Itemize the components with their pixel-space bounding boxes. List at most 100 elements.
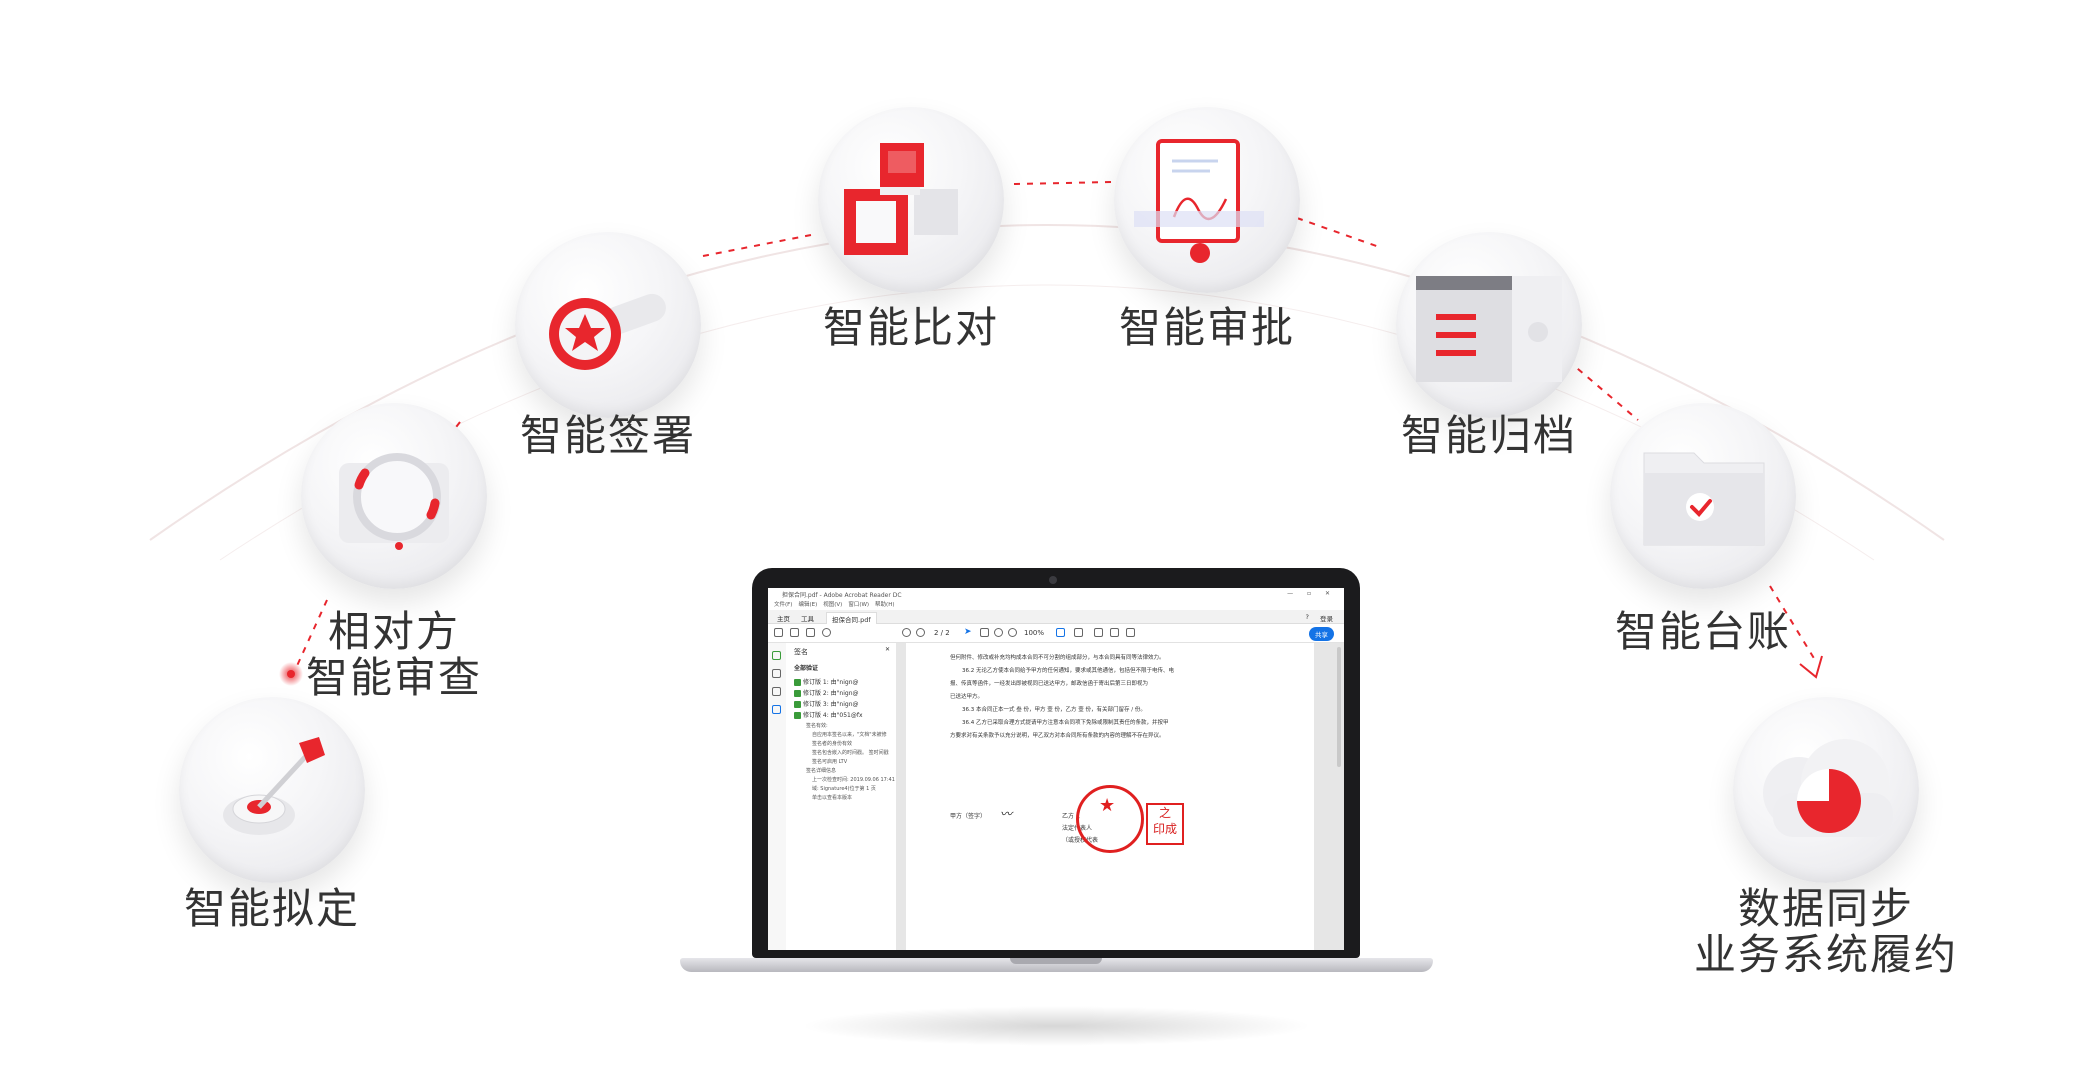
revision-row[interactable]: 修订版 3: 由"nign@ — [794, 699, 859, 708]
node-label: 智能比对 — [822, 303, 999, 352]
inner-faint-arc — [219, 284, 1875, 561]
zoom-in-icon[interactable] — [1008, 628, 1017, 637]
print-icon[interactable] — [790, 628, 799, 637]
page-up-icon[interactable] — [902, 628, 911, 637]
detail-row: 自应用本签名以来，"文档"未被修 — [812, 732, 887, 738]
party-b-label: 乙方（ — [1062, 813, 1081, 820]
hand-icon[interactable] — [980, 628, 989, 637]
nav-rail — [768, 643, 787, 950]
party-a-label: 甲方（签字） — [950, 813, 987, 820]
folder-check-icon — [1610, 403, 1796, 589]
laptop: 担保合同.pdf - Adobe Acrobat Reader DC — ▫ ✕… — [680, 568, 1433, 1046]
doc-line: 36.4 乙方已采取合理方式提请甲方注意本合同项下免除或限制其责任的条款，并按甲 — [962, 720, 1169, 726]
node-label: 智能台账 — [1614, 607, 1791, 656]
verify-all-button[interactable]: 全部验证 — [794, 665, 819, 672]
seal-star-icon: ★ — [1099, 795, 1116, 816]
share-button[interactable]: 共享 — [1309, 627, 1334, 641]
name-seal: 之印成 — [1146, 803, 1184, 845]
detail-row[interactable]: 单击以查看本版本 — [812, 795, 853, 801]
save-icon[interactable] — [774, 628, 783, 637]
doc-line: 36.3 本合同正本一式 叁 份，甲方 壹 份，乙方 壹 份，有关部门留存 / … — [962, 707, 1146, 713]
agent-label: （或授权代表 — [1062, 837, 1099, 844]
doc-line: 已送达甲方。 — [950, 694, 984, 700]
doc-line: 报、传真等函件，一经发出即被视同已送达甲方，邮政信函于寄出后第三日即视为 — [950, 681, 1149, 687]
camera-icon — [1049, 576, 1057, 584]
approval-document-icon — [1114, 107, 1300, 293]
pages-icon[interactable] — [772, 669, 781, 678]
document-area: 但何附件、修改或补充均构成本合同不可分割的组成部分，与本合同具有同等法律效力。 … — [896, 643, 1344, 950]
window-controls[interactable]: — ▫ ✕ — [1287, 590, 1336, 597]
handwritten-signature: 〰 — [1000, 807, 1013, 821]
fill-sign-icon[interactable] — [772, 705, 781, 714]
outer-faint-arc — [149, 224, 1945, 541]
document-page: 但何附件、修改或补充均构成本合同不可分割的组成部分，与本合同具有同等法律效力。 … — [906, 643, 1314, 950]
toolbar: 2 / 2 ➤ 100% 共享 — [768, 624, 1344, 643]
scrollbar[interactable] — [1337, 647, 1341, 767]
detail-row[interactable]: 签名详细信息 — [806, 768, 837, 774]
tab-tools[interactable]: 工具 — [801, 615, 814, 623]
window-title: 担保合同.pdf - Adobe Acrobat Reader DC — [782, 592, 902, 599]
zoom-level[interactable]: 100% — [1024, 629, 1045, 637]
fit-page-icon[interactable] — [1056, 628, 1065, 637]
node-label: 数据同步业务系统履约 — [1693, 884, 1958, 979]
page-indicator[interactable]: 2 / 2 — [934, 629, 950, 637]
company-seal-icon — [1076, 785, 1144, 853]
node-label: 智能拟定 — [183, 884, 360, 933]
laptop-bezel: 担保合同.pdf - Adobe Acrobat Reader DC — ▫ ✕… — [752, 568, 1360, 958]
scroll-mode-icon[interactable] — [1074, 628, 1083, 637]
laptop-notch — [1010, 958, 1102, 964]
highlight-icon[interactable] — [1110, 628, 1119, 637]
tab-home[interactable]: 主页 — [777, 615, 790, 623]
node-label: 智能审批 — [1118, 303, 1295, 352]
doc-line: 方要求对有关条款予以充分说明，甲乙双方对本合同所有条款的内容的理解不存在异议。 — [950, 733, 1165, 739]
connector — [1769, 585, 1816, 661]
tab-bar: 主页 工具 担保合同.pdf ? 登录 — [768, 610, 1344, 625]
connector — [1296, 217, 1383, 249]
menu-edit[interactable]: 编辑(E) — [798, 602, 818, 608]
login-link[interactable]: 登录 — [1320, 615, 1333, 623]
archive-box-icon — [1396, 232, 1582, 418]
sign-icon[interactable] — [1126, 628, 1135, 637]
menu-window[interactable]: 窗口(W) — [848, 602, 870, 608]
tab-document[interactable]: 担保合同.pdf — [826, 612, 877, 625]
connector — [1013, 181, 1114, 185]
connector — [702, 233, 817, 257]
panel-title: 签名 — [794, 648, 808, 656]
detail-row: 签名包含嵌入的时间戳。 签时间戳 — [812, 750, 889, 756]
close-icon[interactable]: ✕ — [884, 646, 890, 653]
detail-row: 域: Signature4(位于第 1 页 — [812, 786, 876, 792]
help-icon[interactable]: ? — [1305, 613, 1309, 621]
laptop-shadow — [800, 1006, 1313, 1046]
revision-row[interactable]: 修订版 2: 由"nign@ — [794, 688, 859, 697]
magnifier-ring-icon — [301, 403, 487, 589]
menu-view[interactable]: 视图(V) — [823, 602, 843, 608]
menu-bar: 文件(F) 编辑(E) 视图(V) 窗口(W) 帮助(H) — [768, 600, 1344, 610]
menu-file[interactable]: 文件(F) — [774, 602, 793, 608]
page-down-icon[interactable] — [916, 628, 925, 637]
menu-help[interactable]: 帮助(H) — [875, 602, 895, 608]
detail-row: 签名者的身份有效 — [812, 741, 853, 747]
doc-line: 36.2 无论乙方使本合同给予甲方的任何通知，要求或其他通信，包括但不限于电传、… — [962, 668, 1174, 674]
doc-line: 但何附件、修改或补充均构成本合同不可分割的组成部分，与本合同具有同等法律效力。 — [950, 655, 1165, 661]
attachment-icon[interactable] — [772, 687, 781, 696]
signature-panel: 签名 ✕ 全部验证 修订版 1: 由"nign@ 修订版 2: 由"nign@ … — [786, 643, 897, 950]
cursor-icon[interactable]: ➤ — [964, 627, 972, 637]
zoom-out-icon[interactable] — [994, 628, 1003, 637]
laptop-base — [680, 958, 1433, 972]
arrow-head-icon — [1799, 655, 1823, 679]
revision-row[interactable]: 修订版 1: 由"nign@ — [794, 677, 859, 686]
compare-cubes-icon — [818, 107, 1004, 293]
laptop-screen: 担保合同.pdf - Adobe Acrobat Reader DC — ▫ ✕… — [768, 588, 1344, 950]
revision-row[interactable]: 修订版 4: 由"051@fx — [794, 710, 863, 719]
node-label: 相对方智能审查 — [305, 607, 482, 702]
detail-row: 签名有效: — [806, 723, 828, 729]
signature-panel-icon[interactable] — [772, 651, 781, 660]
search-icon[interactable] — [822, 628, 831, 637]
stamp-icon — [515, 232, 701, 418]
cloud-chart-icon — [1733, 697, 1919, 883]
comment-icon[interactable] — [1094, 628, 1103, 637]
target-icon — [179, 697, 365, 883]
mail-icon[interactable] — [806, 628, 815, 637]
node-label: 智能签署 — [519, 411, 696, 460]
